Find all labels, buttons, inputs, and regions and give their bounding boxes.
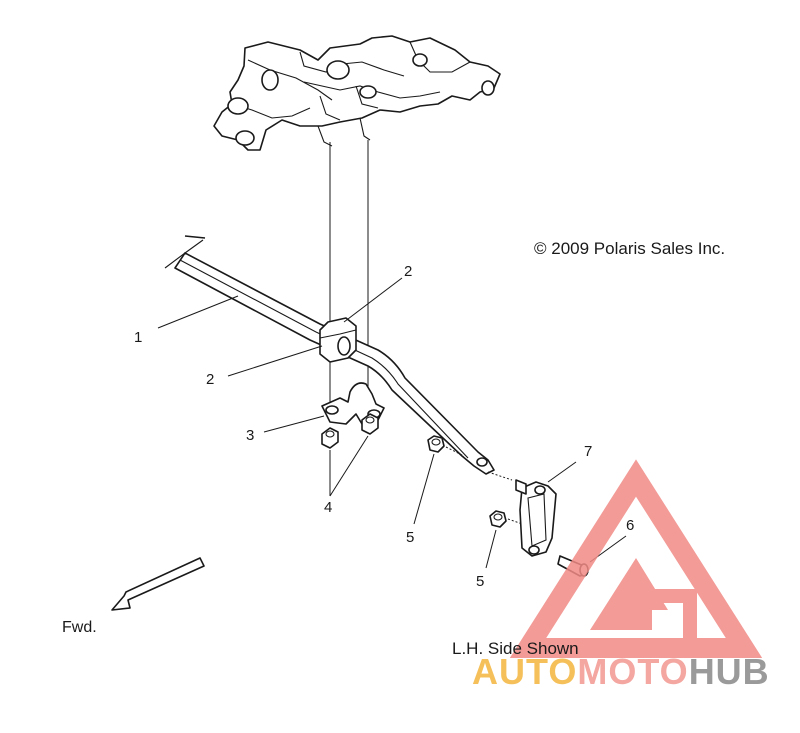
callout-3: 3 bbox=[246, 427, 254, 444]
side-caption: L.H. Side Shown bbox=[452, 639, 579, 658]
stabilizer-bar bbox=[164, 235, 495, 475]
leader-lines bbox=[157, 277, 627, 569]
watermark-text: AUTOMOTOHUB bbox=[472, 651, 770, 692]
watermark-auto: AUTO bbox=[472, 651, 577, 692]
frame-assembly bbox=[213, 35, 501, 151]
callout-4: 4 bbox=[324, 499, 332, 516]
callout-1: 1 bbox=[134, 329, 142, 346]
callout-6: 6 bbox=[626, 517, 634, 534]
forward-arrow-icon bbox=[111, 557, 205, 611]
copyright-notice: © 2009 Polaris Sales Inc. bbox=[534, 239, 725, 258]
callout-7: 7 bbox=[584, 443, 592, 460]
nuts-4 bbox=[321, 413, 379, 449]
watermark-hub: HUB bbox=[689, 651, 770, 692]
watermark-logo-icon bbox=[509, 459, 763, 658]
stabilizer-link bbox=[515, 479, 557, 557]
forward-label: Fwd. bbox=[62, 619, 97, 636]
callout-5-right: 5 bbox=[476, 573, 484, 590]
bushing bbox=[319, 317, 357, 363]
callout-5-left: 5 bbox=[406, 529, 414, 546]
nuts-5 bbox=[427, 435, 507, 528]
callout-2-upper: 2 bbox=[404, 263, 412, 280]
callout-2-lower: 2 bbox=[206, 371, 214, 388]
clamp-bracket bbox=[321, 382, 385, 425]
watermark-moto: MOTO bbox=[577, 651, 688, 692]
